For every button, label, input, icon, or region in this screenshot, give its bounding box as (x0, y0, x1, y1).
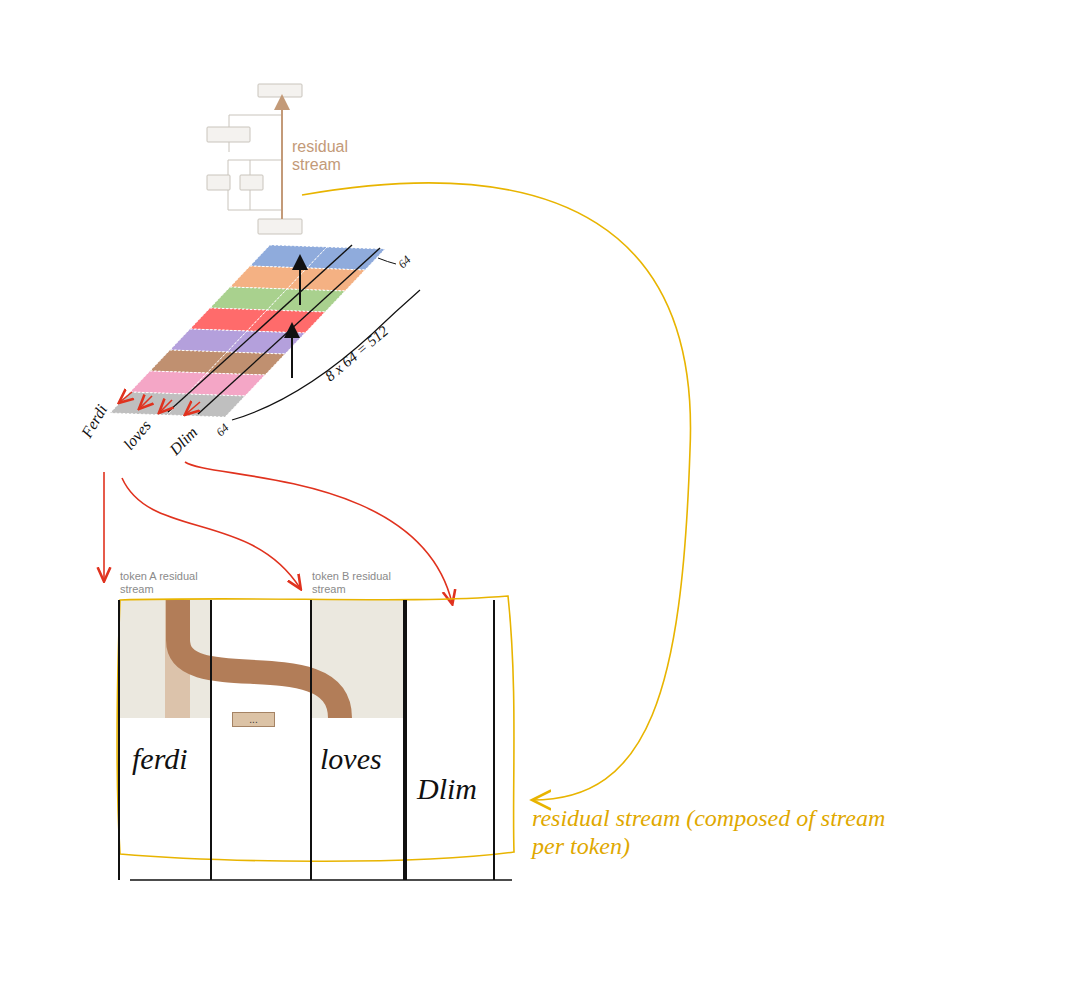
column-heading: token B residual stream (312, 570, 407, 595)
token-label: loves (120, 417, 155, 454)
tensor-cell (167, 394, 245, 417)
red-arrows (104, 392, 452, 603)
stream-label: residual stream (292, 138, 382, 175)
dimension-label: 64 (214, 422, 232, 440)
region-caption: residual stream (composed of stream per … (532, 805, 912, 860)
token-word: loves (320, 742, 404, 777)
token-word: ferdi (132, 742, 212, 777)
ellipsis-box: ... (232, 712, 275, 727)
residual-region: residual stream (composed of stream per … (112, 590, 522, 890)
residual-arrow (281, 102, 283, 219)
region-outline (112, 590, 522, 890)
tensor-cell (227, 331, 305, 354)
token-word: Dlim (417, 772, 495, 807)
token-column: Dlim (405, 600, 495, 880)
dimension-label: 64 (396, 254, 414, 272)
ellipsis-text: ... (249, 714, 257, 726)
token-column: token A residual streamferdi (118, 600, 212, 880)
column-grounds (118, 600, 512, 880)
tensor-cell (207, 352, 285, 375)
tensor-lines (168, 245, 420, 420)
token-column: token B residual streamloves (310, 600, 405, 880)
dimension-label: 8 x 64 = 512 (322, 323, 392, 386)
token-label: Ferdi (78, 402, 111, 441)
token-label: Dlim (166, 423, 202, 459)
tensor-cell (267, 289, 345, 312)
tensor-grid (110, 245, 385, 417)
column-heading: token A residual stream (120, 570, 214, 595)
block-diagram (207, 84, 302, 234)
